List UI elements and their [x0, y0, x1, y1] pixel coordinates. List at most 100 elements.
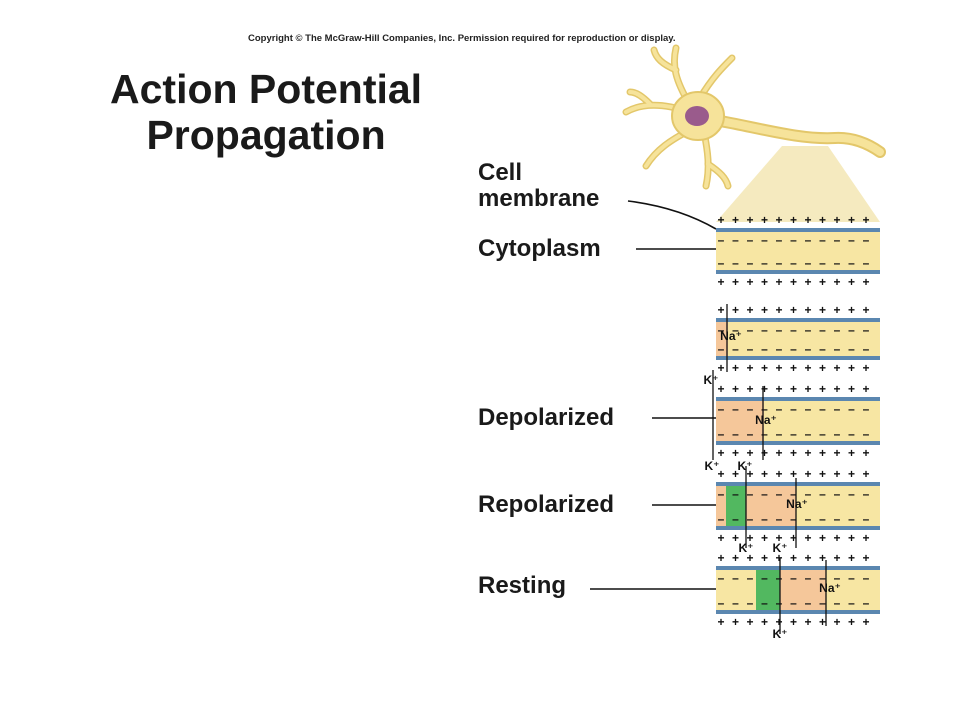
inner-charges-top: –––––––––––	[718, 323, 870, 337]
charge: +	[848, 213, 855, 227]
charge: +	[862, 361, 869, 375]
membrane-bottom	[716, 356, 880, 360]
charge: –	[819, 233, 826, 247]
segment-repolarized: ++++++++++++++++++++++––––––––––––––––––…	[716, 466, 880, 555]
inner-charges-top: –––––––––––	[718, 487, 870, 501]
charge: +	[804, 275, 811, 289]
membrane-top	[716, 482, 880, 486]
charge: +	[790, 303, 797, 317]
charge: +	[732, 213, 739, 227]
charge: +	[819, 303, 826, 317]
charge: –	[863, 487, 870, 501]
cytoplasm-band	[716, 322, 880, 356]
outer-charges-bottom: +++++++++++	[717, 275, 869, 289]
charge: –	[834, 571, 841, 585]
charge: +	[790, 275, 797, 289]
charge: –	[776, 512, 783, 526]
membrane-top	[716, 228, 880, 232]
charge: –	[776, 342, 783, 356]
charge: –	[747, 233, 754, 247]
charge: –	[819, 512, 826, 526]
charge: +	[732, 551, 739, 565]
charge: +	[833, 382, 840, 396]
charge: +	[862, 275, 869, 289]
charge: +	[746, 382, 753, 396]
charge: –	[761, 596, 768, 610]
charge: –	[790, 402, 797, 416]
charge: +	[746, 446, 753, 460]
charge: –	[761, 256, 768, 270]
charge: –	[848, 323, 855, 337]
charge: +	[746, 467, 753, 481]
charge: –	[776, 233, 783, 247]
charge: +	[790, 382, 797, 396]
charge: –	[863, 402, 870, 416]
charge: –	[848, 233, 855, 247]
repolarized-zone	[726, 486, 746, 526]
charge: –	[805, 512, 812, 526]
charge: +	[819, 213, 826, 227]
inner-charges-top: –––––––––––	[718, 402, 870, 416]
charge: +	[717, 275, 724, 289]
charge: –	[790, 487, 797, 501]
charge: –	[790, 256, 797, 270]
charge: –	[848, 427, 855, 441]
charge: +	[804, 303, 811, 317]
charge: –	[863, 323, 870, 337]
segment-resting: ++++++++++++++++++++++––––––––––––––––––…	[716, 551, 880, 641]
depolarized-zone	[716, 401, 764, 441]
charge: +	[717, 361, 724, 375]
outer-charges-top: +++++++++++	[717, 551, 869, 565]
charge: –	[790, 233, 797, 247]
charge: +	[717, 551, 724, 565]
membrane-bottom	[716, 610, 880, 614]
charge: –	[790, 512, 797, 526]
outer-charges-bottom: +++++++++++	[717, 446, 869, 460]
charge: +	[819, 275, 826, 289]
charge: –	[863, 571, 870, 585]
charge: +	[790, 615, 797, 629]
charge: +	[848, 361, 855, 375]
membrane-top	[716, 318, 880, 322]
charge: +	[775, 303, 782, 317]
membrane-top	[716, 566, 880, 570]
charge: +	[848, 551, 855, 565]
charge: +	[862, 615, 869, 629]
inner-charges-bottom: –––––––––––	[718, 256, 870, 270]
charge: –	[761, 487, 768, 501]
charge: –	[805, 256, 812, 270]
charge: –	[790, 596, 797, 610]
charge: +	[862, 213, 869, 227]
charge: –	[805, 233, 812, 247]
charge: +	[833, 361, 840, 375]
charge: –	[834, 233, 841, 247]
charge: +	[746, 531, 753, 545]
charge: –	[790, 427, 797, 441]
charge: –	[776, 323, 783, 337]
charge: +	[833, 213, 840, 227]
outer-charges-top: +++++++++++	[717, 303, 869, 317]
charge: –	[819, 342, 826, 356]
segment-step-1: ++++++++++++++++++++++––––––––––––––––––…	[716, 303, 880, 375]
charge: +	[848, 303, 855, 317]
charge: –	[747, 427, 754, 441]
charge: –	[790, 323, 797, 337]
segment-depolarized: ++++++++++++++++++++++––––––––––––––––––…	[704, 370, 880, 473]
charge: +	[833, 446, 840, 460]
potassium-ion-label: K⁺	[704, 373, 719, 387]
charge: –	[747, 402, 754, 416]
charge: –	[747, 512, 754, 526]
charge: +	[746, 275, 753, 289]
charge: +	[862, 551, 869, 565]
charge: –	[732, 342, 739, 356]
charge: –	[863, 596, 870, 610]
charge: –	[732, 256, 739, 270]
charge: +	[732, 361, 739, 375]
charge: –	[718, 571, 725, 585]
charge: +	[790, 213, 797, 227]
charge: +	[790, 551, 797, 565]
charge: –	[819, 571, 826, 585]
charge: –	[834, 342, 841, 356]
axon-segments: ++++++++++++++++++++++––––––––––––––––––…	[704, 213, 880, 641]
charge: +	[732, 446, 739, 460]
